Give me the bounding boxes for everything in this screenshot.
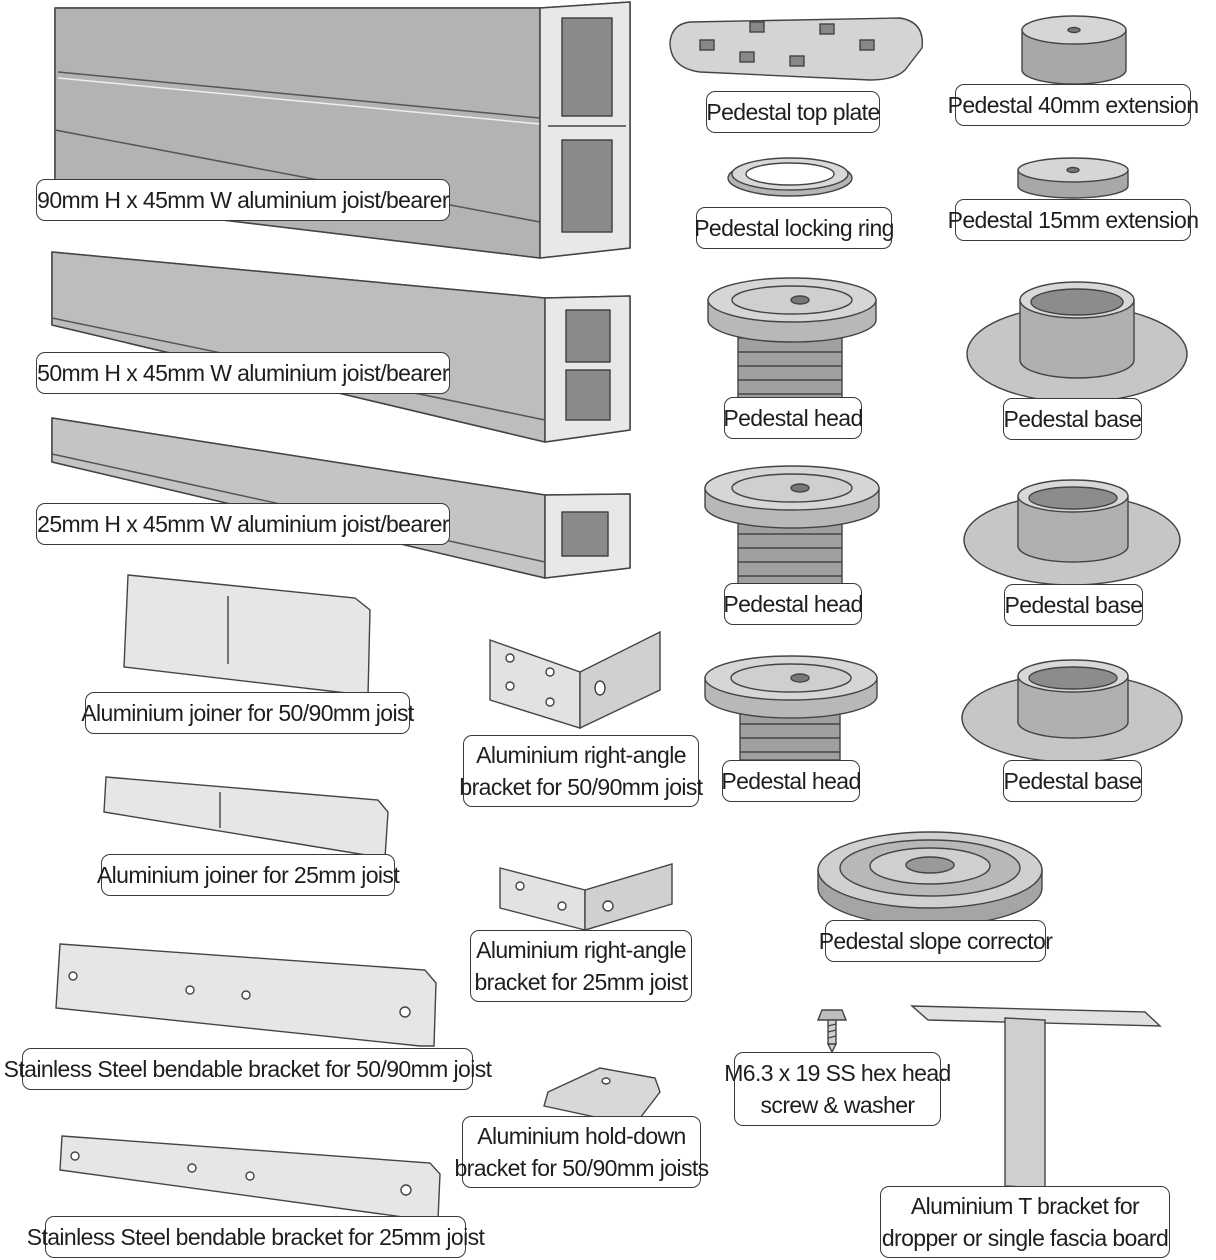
label-right-angle-25: Aluminium right-angle bracket for 25mm j… xyxy=(470,930,692,1002)
label-locking-ring: Pedestal locking ring xyxy=(694,207,894,249)
label-joiner-50-90: Aluminium joiner for 50/90mm joist xyxy=(81,692,414,734)
label-joiner-25: Aluminium joiner for 25mm joist xyxy=(97,854,400,896)
extension-40mm-drawing xyxy=(1021,15,1127,85)
label-ss-bracket-50-90: Stainless Steel bendable bracket for 50/… xyxy=(4,1048,492,1090)
label-ss-bracket-25: Stainless Steel bendable bracket for 25m… xyxy=(27,1216,485,1258)
hold-down-drawing xyxy=(543,1067,661,1119)
label-pedestal-head-1: Pedestal head xyxy=(723,397,863,439)
label-hold-down: Aluminium hold-down bracket for 50/90mm … xyxy=(454,1116,709,1188)
pedestal-head-3-drawing xyxy=(704,655,878,761)
ss-bracket-25-drawing xyxy=(59,1135,441,1221)
label-ext-15mm: Pedestal 15mm extension xyxy=(948,199,1199,241)
slope-corrector-drawing xyxy=(817,831,1043,927)
right-angle-50-90-drawing xyxy=(489,630,661,730)
label-t-bracket: Aluminium T bracket for dropper or singl… xyxy=(880,1186,1170,1258)
pedestal-base-3-drawing xyxy=(961,659,1183,763)
label-hold-down-line-2: bracket for 50/90mm joists xyxy=(454,1155,709,1181)
label-ext-40mm: Pedestal 40mm extension xyxy=(948,84,1199,126)
label-pedestal-base-2: Pedestal base xyxy=(1004,584,1143,626)
extension-15mm-drawing xyxy=(1017,157,1129,199)
label-top-plate: Pedestal top plate xyxy=(706,91,880,133)
label-right-angle-50-90-line-1: Aluminium right-angle xyxy=(476,742,686,768)
label-right-angle-50-90-line-2: bracket for 50/90mm joist xyxy=(459,774,703,800)
label-screw-line-2: screw & washer xyxy=(760,1092,916,1118)
label-hold-down-line-1: Aluminium hold-down xyxy=(477,1123,686,1149)
label-screw-line-1: M6.3 x 19 SS hex head xyxy=(724,1060,951,1086)
label-joist-90mm: 90mm H x 45mm W aluminium joist/bearer xyxy=(36,179,450,221)
label-right-angle-25-line-1: Aluminium right-angle xyxy=(476,937,686,963)
pedestal-base-1-drawing xyxy=(966,281,1188,403)
locking-ring-drawing xyxy=(727,157,853,197)
pedestal-head-1-drawing xyxy=(707,277,877,411)
label-t-bracket-line-2: dropper or single fascia board xyxy=(881,1225,1169,1251)
joist-50mm-drawing xyxy=(51,251,631,443)
screw-drawing xyxy=(816,1009,848,1054)
ss-bracket-50-90-drawing xyxy=(55,943,437,1047)
right-angle-25-drawing xyxy=(499,863,673,931)
label-joist-50mm: 50mm H x 45mm W aluminium joist/bearer xyxy=(36,352,450,394)
top-plate-drawing xyxy=(669,17,924,81)
label-joist-25mm: 25mm H x 45mm W aluminium joist/bearer xyxy=(36,503,450,545)
label-pedestal-base-1: Pedestal base xyxy=(1003,398,1142,440)
label-t-bracket-line-1: Aluminium T bracket for xyxy=(910,1193,1140,1219)
label-pedestal-head-2: Pedestal head xyxy=(723,583,863,625)
pedestal-base-2-drawing xyxy=(963,479,1181,586)
label-pedestal-base-3: Pedestal base xyxy=(1003,760,1142,802)
label-pedestal-head-3: Pedestal head xyxy=(721,760,861,802)
label-screw: M6.3 x 19 SS hex head screw & washer xyxy=(724,1052,951,1126)
joiner-50-90-drawing xyxy=(123,574,371,697)
pedestal-head-2-drawing xyxy=(704,465,880,591)
label-slope-corrector: Pedestal slope corrector xyxy=(819,920,1053,962)
joiner-25-drawing xyxy=(103,776,389,859)
label-right-angle-25-line-2: bracket for 25mm joist xyxy=(474,969,688,995)
t-bracket-drawing xyxy=(910,1005,1162,1189)
label-right-angle-50-90: Aluminium right-angle bracket for 50/90m… xyxy=(459,735,703,807)
